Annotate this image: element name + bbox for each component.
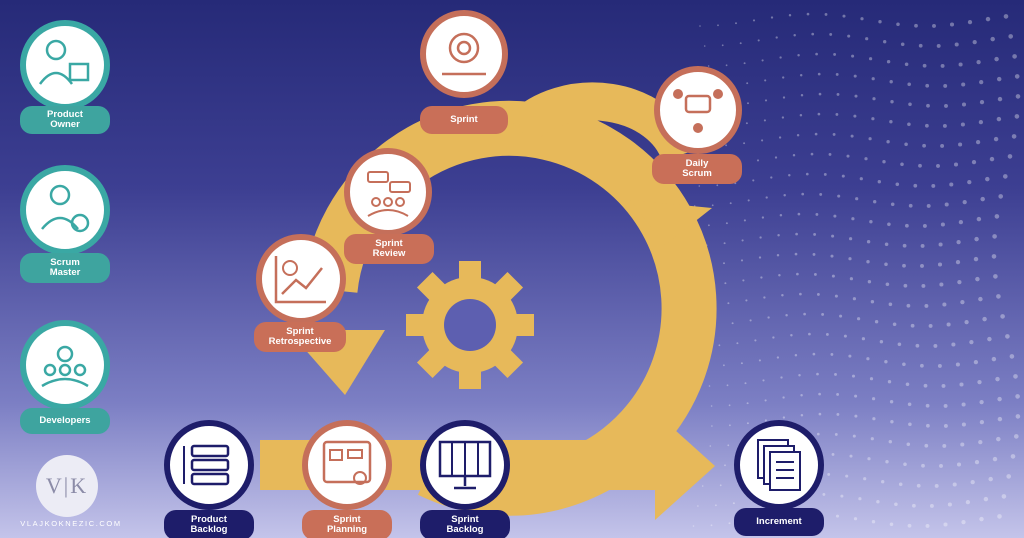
artifact-label: Increment [734, 508, 824, 536]
event-label: Sprint [420, 106, 508, 134]
daily-scrum-icon [654, 66, 742, 154]
flow-arrow-head [655, 412, 715, 520]
product-owner-icon [20, 20, 110, 110]
product-backlog-list-icon [164, 420, 254, 510]
website-text: VLAJKOKNEZIC.COM [20, 519, 122, 528]
gear-icon [406, 261, 534, 389]
sprint-backlog-board-icon [420, 420, 510, 510]
sprint-loop-arrowhead [630, 200, 712, 245]
sprint-cycle-icon [420, 10, 508, 98]
scrum-master-icon [20, 165, 110, 255]
sprint-planning-board-icon [302, 420, 392, 510]
developers-icon [20, 320, 110, 410]
retrospective-chart-icon [256, 234, 346, 324]
increment-documents-icon [734, 420, 824, 510]
sprint-review-icon [344, 148, 432, 236]
vk-logo: V|K [36, 455, 98, 517]
role-label: Developers [20, 408, 110, 434]
